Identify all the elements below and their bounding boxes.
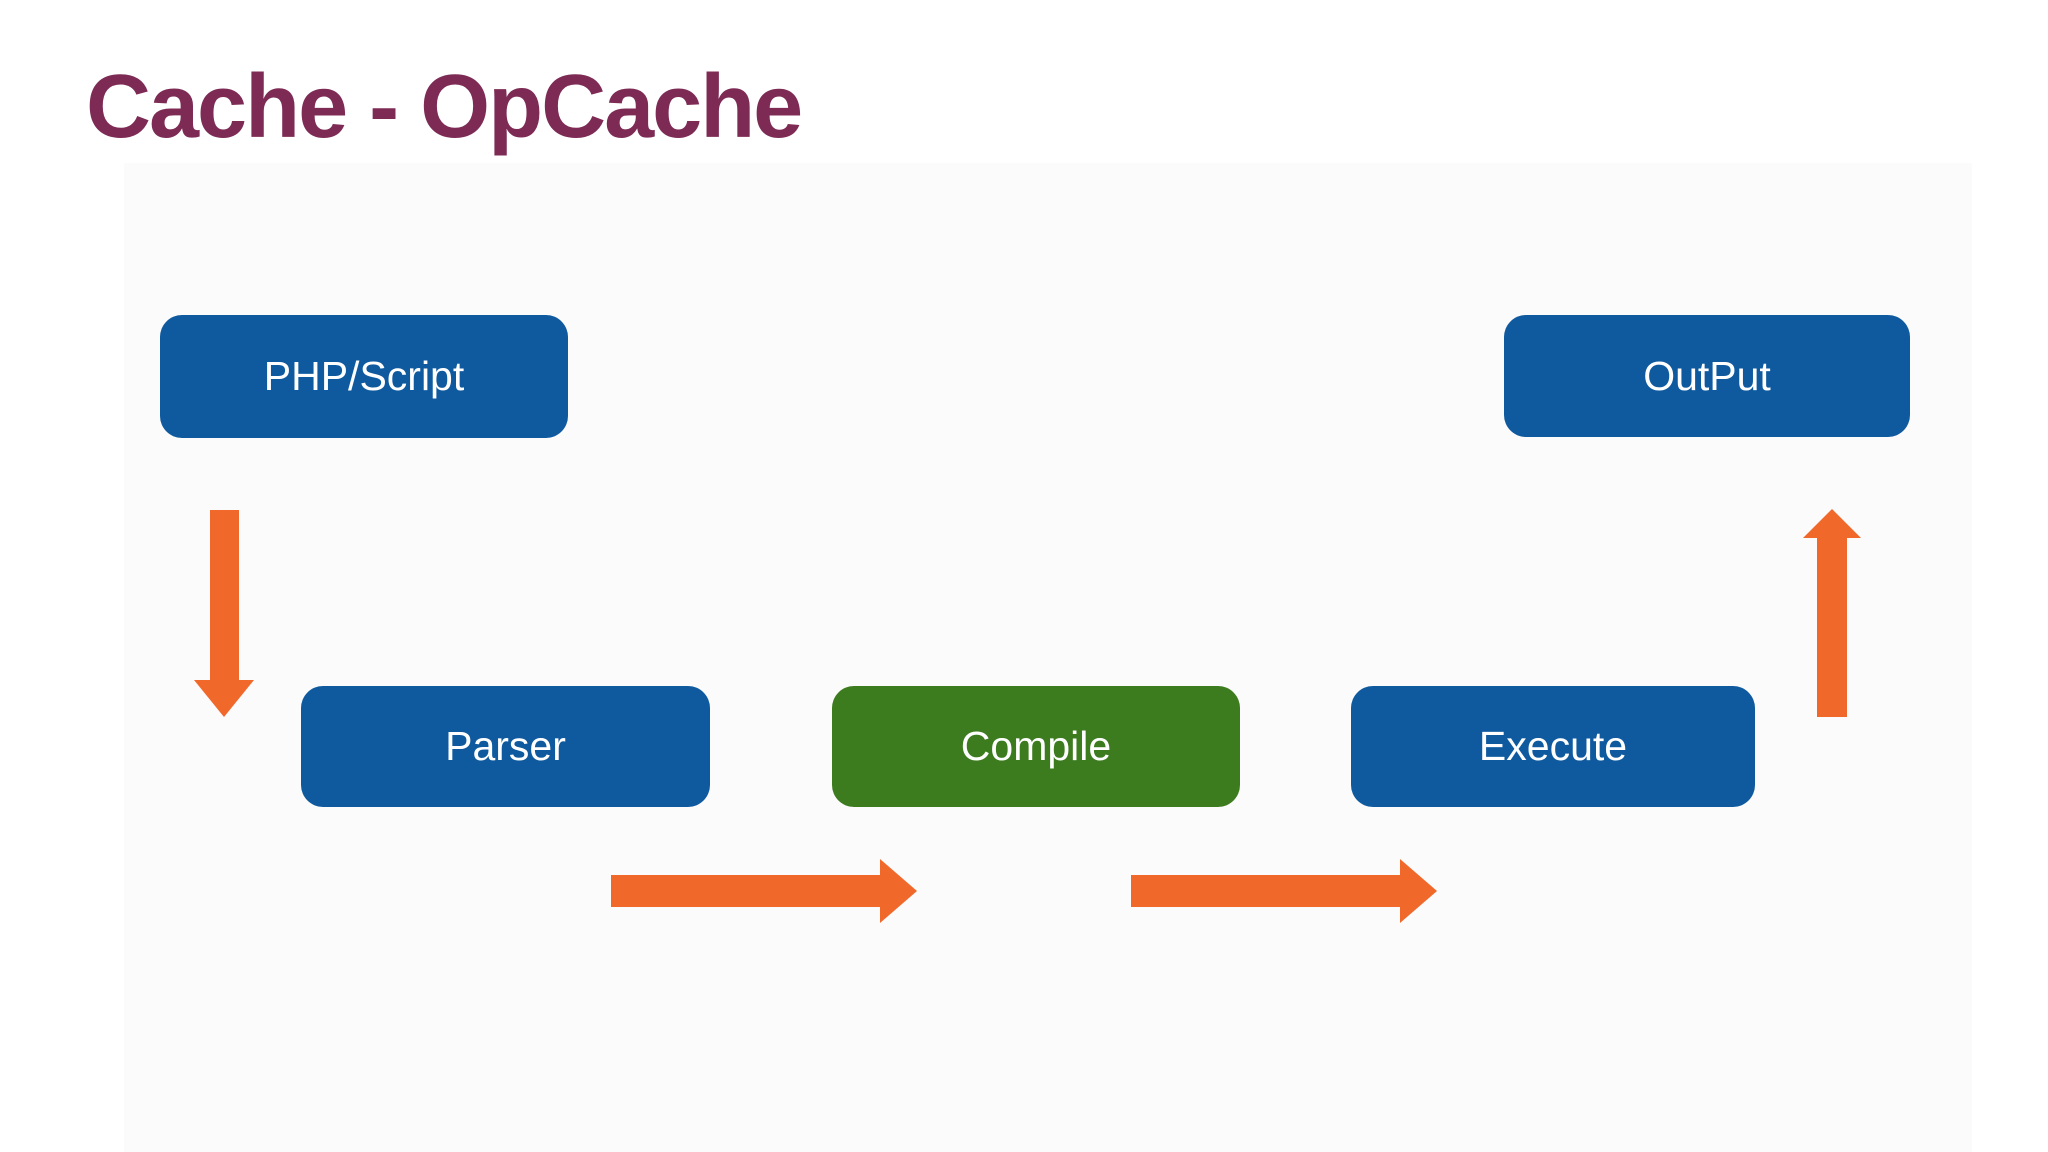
slide-background (124, 163, 1972, 1152)
arrow-head (1803, 509, 1861, 538)
node-compile: Compile (832, 686, 1240, 807)
arrow-shaft (209, 510, 239, 680)
arrow-shaft (1131, 874, 1400, 907)
arrow-right-icon (1131, 858, 1437, 923)
node-php-script-label: PHP/Script (263, 353, 465, 399)
arrow-head (1400, 858, 1437, 923)
arrow-shaft (1817, 538, 1847, 717)
slide-title: Cache - OpCache (86, 57, 803, 157)
arrow-head (194, 680, 254, 717)
node-compile-label: Compile (960, 723, 1112, 769)
arrow-down-icon (194, 510, 254, 717)
arrow-up-icon (1803, 509, 1861, 717)
node-output: OutPut (1504, 315, 1910, 437)
node-parser: Parser (301, 686, 710, 807)
node-php-script: PHP/Script (160, 315, 568, 438)
node-parser-label: Parser (445, 723, 566, 769)
arrow-right-icon (611, 858, 917, 923)
node-output-label: OutPut (1643, 352, 1771, 399)
node-execute-label: Execute (1478, 723, 1628, 769)
arrow-head (880, 858, 917, 923)
node-execute: Execute (1351, 686, 1755, 807)
arrow-shaft (611, 874, 880, 907)
